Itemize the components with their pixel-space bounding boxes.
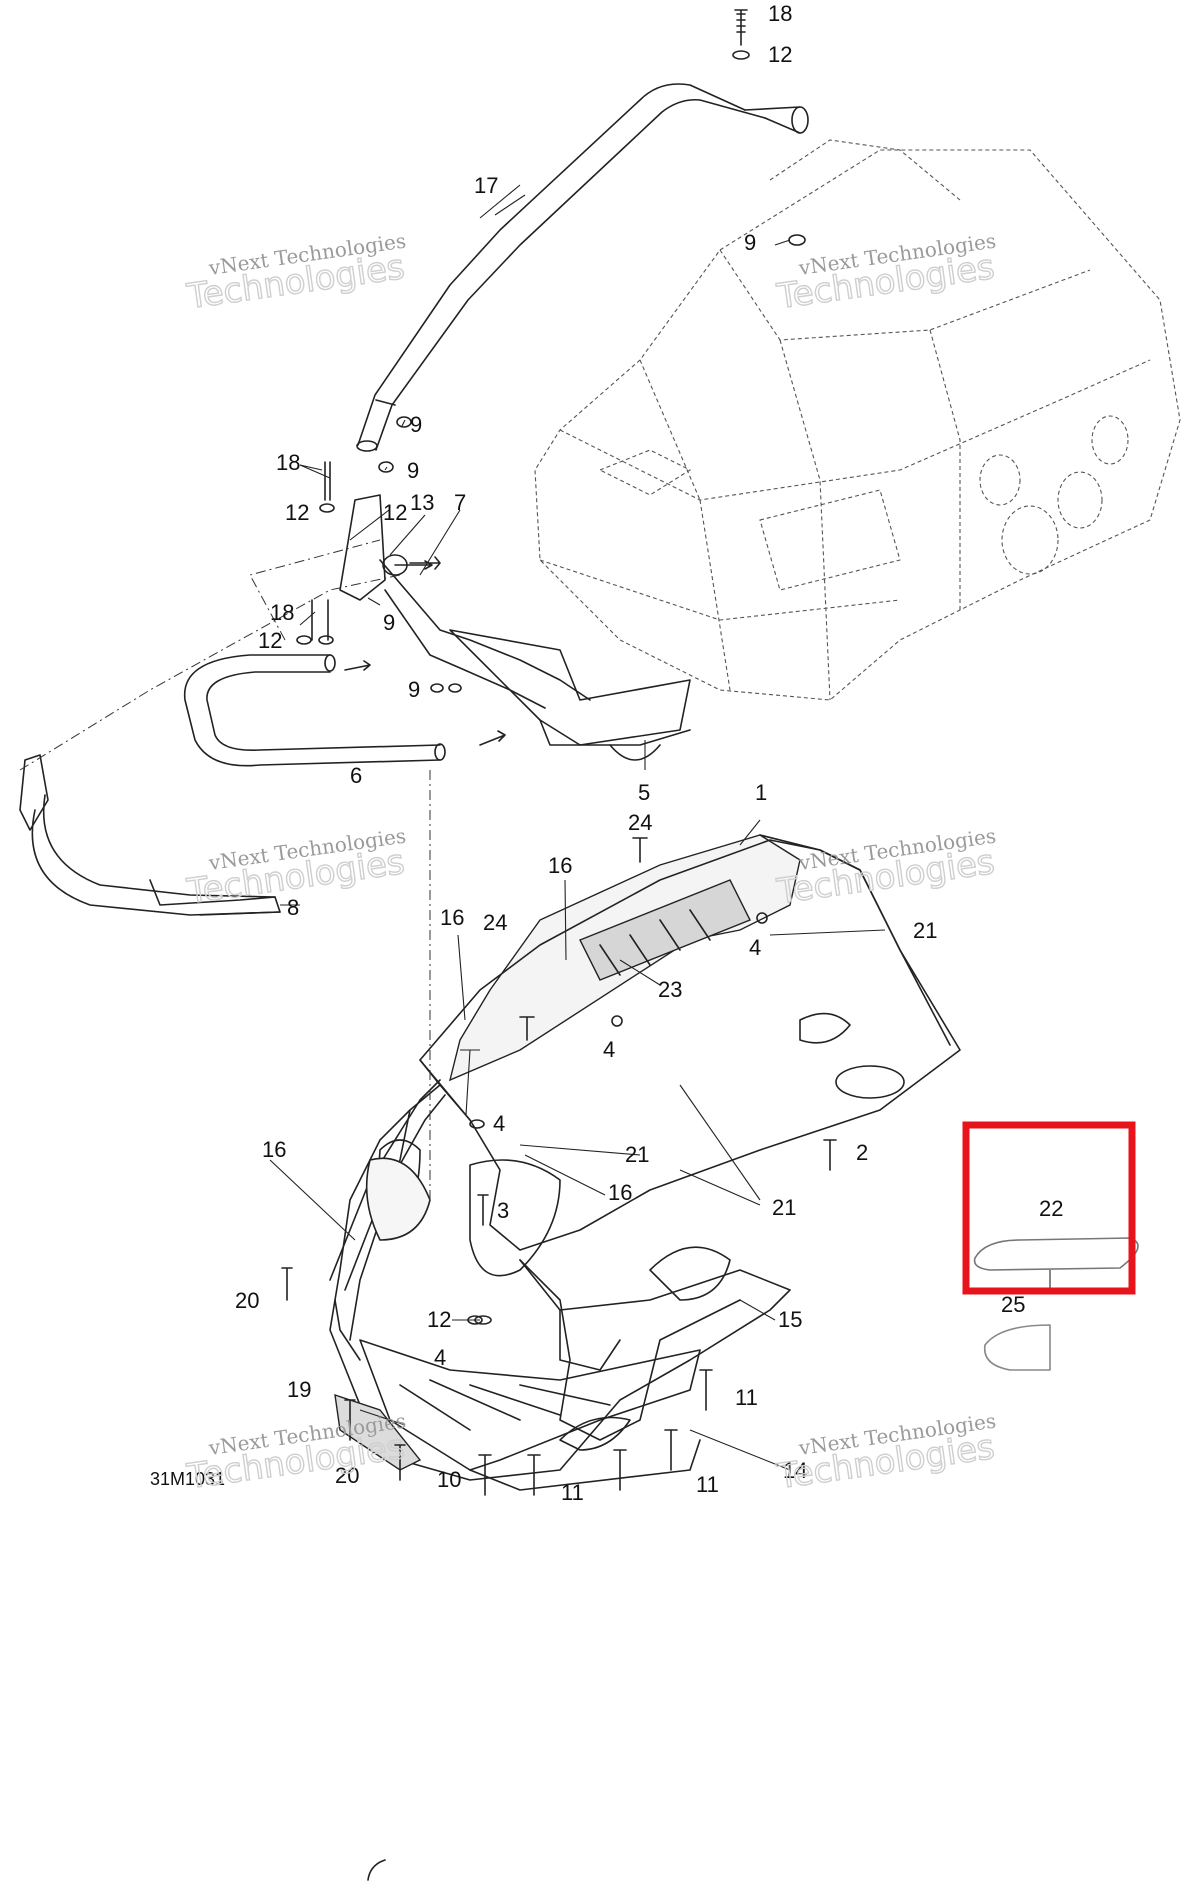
watermark: vNext Technologies Technologies <box>773 1409 997 1498</box>
callout-label: 21 <box>772 1195 796 1220</box>
drawing-code: 31M1031 <box>150 1469 225 1489</box>
callout-label: 13 <box>410 490 434 515</box>
callout-label: 11 <box>735 1385 758 1410</box>
callout-label: 11 <box>561 1480 584 1505</box>
callout-label: 8 <box>287 895 299 920</box>
part-25-decal <box>983 1324 1051 1371</box>
watermark: vNext Technologies Technologies <box>183 229 407 318</box>
part-22-decal <box>973 1237 1139 1271</box>
callout-label: 9 <box>744 230 756 255</box>
callout-label: 12 <box>427 1307 451 1332</box>
callout-label: 6 <box>350 763 362 788</box>
callout-label: 12 <box>285 500 309 525</box>
callout-label: 3 <box>497 1198 509 1223</box>
skid-plate-14 <box>334 1339 701 1491</box>
callout-label: 2 <box>856 1140 868 1165</box>
callout-label: 19 <box>287 1377 311 1402</box>
callout-label: 15 <box>778 1307 802 1332</box>
callout-label: 7 <box>454 490 466 515</box>
callout-label: 17 <box>474 173 498 198</box>
callout-label: 24 <box>628 810 652 835</box>
steering-post-assembly <box>339 494 691 761</box>
bumper-tube-6 <box>183 654 506 767</box>
callout-label: 5 <box>638 780 650 805</box>
callout-label: 18 <box>276 450 300 475</box>
callout-label: 18 <box>270 600 294 625</box>
watermark: vNext Technologies Technologies <box>183 1409 407 1498</box>
callout-label: 9 <box>408 677 420 702</box>
callout-label: 1 <box>755 780 767 805</box>
callout-label: 16 <box>440 905 464 930</box>
callout-label: 16 <box>608 1180 632 1205</box>
front-bumper-8 <box>19 574 401 916</box>
callout-label: 12 <box>258 628 282 653</box>
highlight-box <box>962 1121 1136 1295</box>
callout-label: 16 <box>262 1137 286 1162</box>
callout-label: 4 <box>493 1111 505 1136</box>
callout-label: 22 <box>1039 1196 1063 1221</box>
callout-label: 20 <box>335 1463 359 1488</box>
callout-label: 16 <box>548 853 572 878</box>
watermark: vNext Technologies Technologies <box>773 229 997 318</box>
callout-label: 10 <box>437 1467 461 1492</box>
callout-label: 9 <box>410 412 422 437</box>
callout-label: 11 <box>696 1472 719 1497</box>
callout-label: 4 <box>603 1037 615 1062</box>
callout-label: 25 <box>1001 1292 1025 1317</box>
chassis-frame <box>534 139 1181 701</box>
handlebar-tube-17 <box>356 83 809 452</box>
callout-label: 21 <box>913 918 937 943</box>
leader-lines <box>249 184 1051 1471</box>
watermark: vNext Technologies Technologies <box>773 824 997 913</box>
callout-label: 21 <box>625 1142 649 1167</box>
stray-mark <box>367 1859 386 1881</box>
callout-label: 14 <box>783 1458 807 1483</box>
callout-label: 18 <box>768 1 792 26</box>
callout-label: 23 <box>658 977 682 1002</box>
callout-label: 4 <box>434 1345 446 1370</box>
callout-label: 12 <box>768 42 792 67</box>
callout-labels: 18 12 17 9 9 9 18 12 12 13 7 18 12 9 9 6… <box>235 1 1063 1505</box>
callout-label: 24 <box>483 910 507 935</box>
callout-label: 12 <box>383 500 407 525</box>
callout-label: 4 <box>749 935 761 960</box>
callout-label: 9 <box>407 458 419 483</box>
callout-label: 9 <box>383 610 395 635</box>
callout-label: 20 <box>235 1288 259 1313</box>
